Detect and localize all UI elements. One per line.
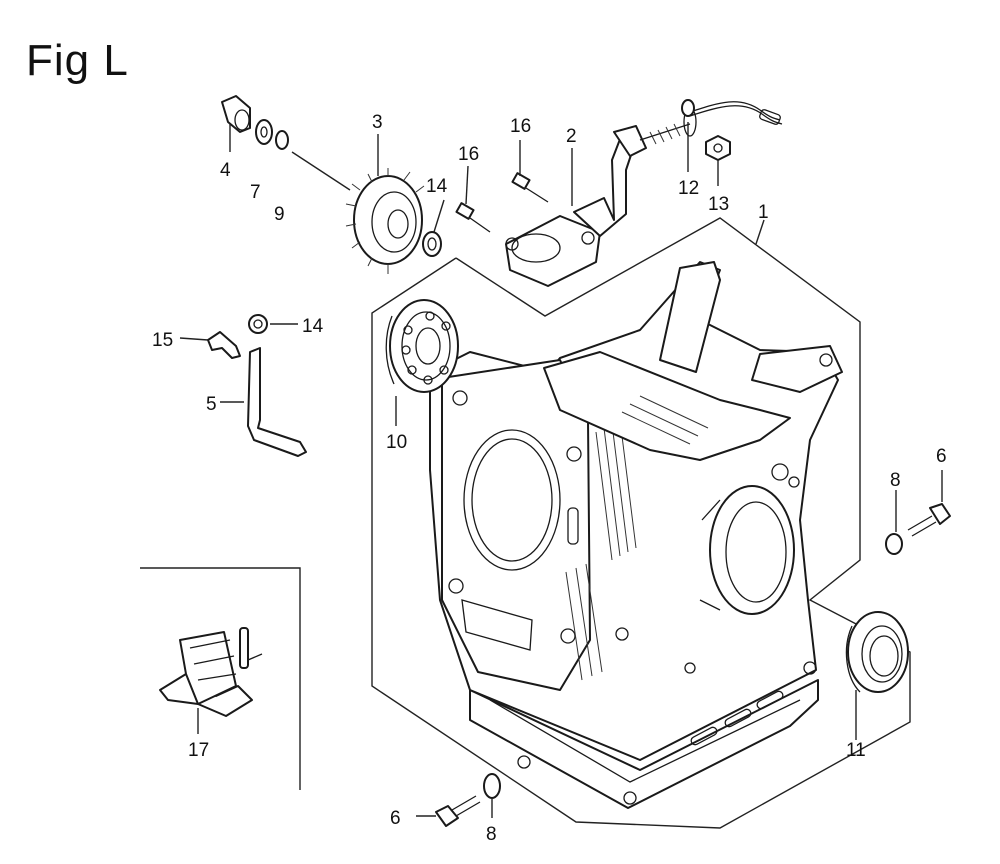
bolt-part-6-bottom (435, 795, 481, 827)
callout-numbers: 1 2 3 4 5 6 6 7 8 8 9 10 11 12 13 14 14 … (152, 112, 947, 845)
crankcase (429, 261, 843, 809)
cap-part-4 (221, 95, 251, 133)
clip-part-15 (207, 331, 241, 359)
governor-gear (345, 168, 425, 274)
callout-13: 13 (708, 194, 729, 215)
callout-8-bottom: 8 (486, 824, 497, 845)
callout-3: 3 (372, 112, 383, 133)
governor-shaft (247, 347, 307, 457)
callout-2: 2 (566, 126, 577, 147)
part-17 (159, 627, 263, 717)
washer-part-14-lower (248, 314, 268, 334)
callout-5: 5 (206, 394, 217, 415)
callout-7: 7 (250, 182, 261, 203)
figure-title: Fig L (26, 36, 129, 85)
callout-6-right: 6 (936, 446, 947, 467)
grommet-part-12 (681, 99, 695, 117)
oil-seal-part-11 (845, 611, 909, 693)
washer-part-14-upper (422, 231, 442, 257)
washer-part-8-right (885, 533, 903, 555)
callout-16-upper: 16 (510, 116, 531, 137)
breather-assembly (505, 101, 783, 287)
callout-10: 10 (386, 432, 407, 453)
washer-part-8-bottom (483, 773, 501, 799)
callout-8-right: 8 (890, 470, 901, 491)
callout-14-lower: 14 (302, 316, 324, 337)
callout-14-upper: 14 (426, 176, 448, 197)
callout-17: 17 (188, 740, 209, 761)
bolt-part-16-upper (511, 172, 549, 203)
callout-4: 4 (220, 160, 231, 181)
washer-part-9 (275, 130, 289, 150)
washer-part-7 (255, 119, 273, 145)
bearing-part-10 (385, 299, 459, 393)
callout-1: 1 (758, 202, 769, 223)
callout-6-bottom: 6 (390, 808, 401, 829)
inset-frame (140, 567, 301, 790)
nut-part-13 (705, 135, 731, 161)
callout-15: 15 (152, 330, 173, 351)
callout-11: 11 (846, 740, 866, 761)
leader-lines (179, 122, 943, 818)
bolt-part-6-right (907, 503, 951, 537)
callout-9: 9 (274, 204, 285, 225)
bolt-part-16-lower (455, 202, 491, 233)
assembly-outline (371, 217, 911, 829)
callout-12: 12 (678, 178, 699, 199)
callout-16-lower: 16 (458, 144, 479, 165)
